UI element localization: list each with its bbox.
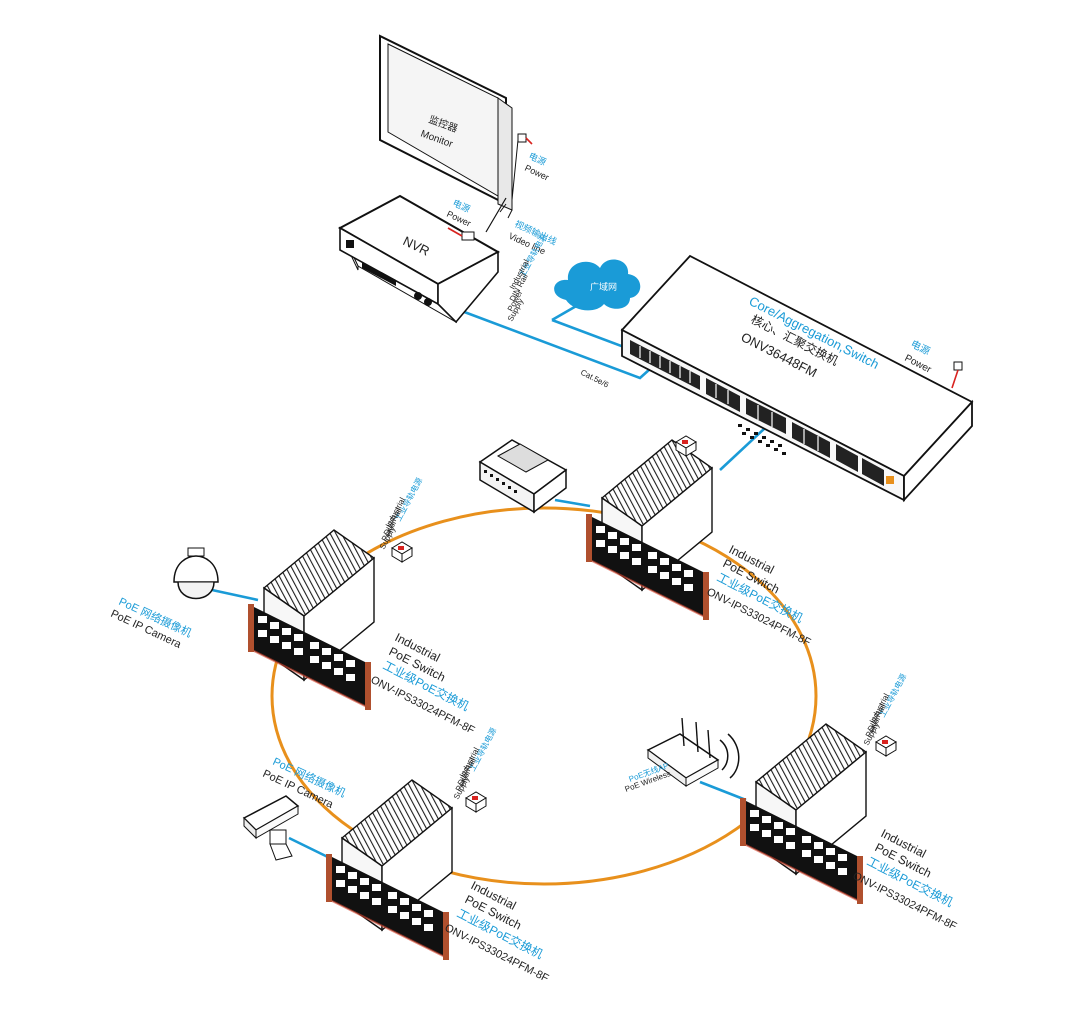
wan-cloud-icon [554,259,641,311]
core-switch-icon [620,254,974,503]
bullet-camera-icon [242,795,300,861]
din-psu-4-icon [875,735,897,757]
industrial-switch-4-icon [739,723,867,905]
wan-label: 广域网 [590,281,617,292]
monitor-power-label-en: Power [523,163,550,183]
industrial-switch-2-icon [247,529,375,711]
video-cable [485,197,507,233]
plc-controller-icon [478,439,568,514]
monitor-icon [379,34,533,219]
switch-4-labels: Industrial PoE Switch 工业级PoE交换机 ONV-IPS3… [851,826,959,933]
dome-camera-icon [173,547,219,600]
din-supply-3-labels: 工业导轨电源 Industrial DIN Rail Power Supply [862,672,908,747]
industrial-switch-1-icon [585,439,713,621]
ring-network [270,506,818,886]
switch-3-labels: Industrial PoE Switch 工业级PoE交换机 ONV-IPS3… [443,878,551,985]
din-psu-2-icon [391,541,413,563]
switch-1-labels: Industrial PoE Switch 工业级PoE交换机 ONV-IPS3… [705,542,813,649]
wireless-ap-icon [646,717,740,787]
din-supply-2-labels: 工业导轨电源 Industrial DIN Rail Power Supply [452,726,498,801]
din-psu-3-icon [465,791,487,813]
din-supply-1-labels: 工业导轨电源 Industrial DIN Rail Power Supply [378,476,424,551]
industrial-switch-3-icon [325,779,453,961]
nvr-icon [337,194,501,324]
cable-label: Cat.5e/6 [579,368,611,390]
switch-2-labels: Industrial PoE Switch 工业级PoE交换机 ONV-IPS3… [369,630,477,737]
